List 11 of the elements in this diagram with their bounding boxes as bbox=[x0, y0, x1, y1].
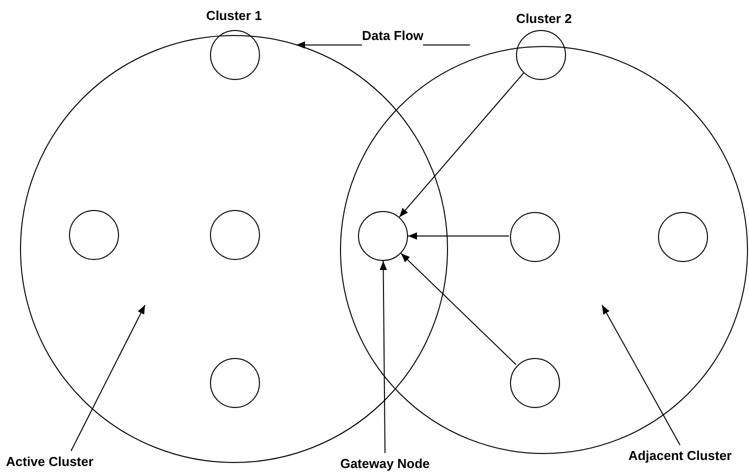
cluster-title: Cluster 2 bbox=[516, 10, 572, 28]
callout-label: Gateway Node bbox=[320, 455, 450, 473]
arrow bbox=[408, 232, 510, 240]
cluster-title: Cluster 1 bbox=[206, 7, 262, 25]
arrow bbox=[400, 252, 517, 366]
leader-line bbox=[380, 260, 387, 454]
callout-label: Active Cluster bbox=[6, 453, 136, 471]
leader-line bbox=[602, 304, 680, 446]
leader-line bbox=[70, 304, 146, 452]
callout-label: Adjacent Cluster bbox=[612, 447, 748, 465]
arrow bbox=[398, 72, 524, 218]
